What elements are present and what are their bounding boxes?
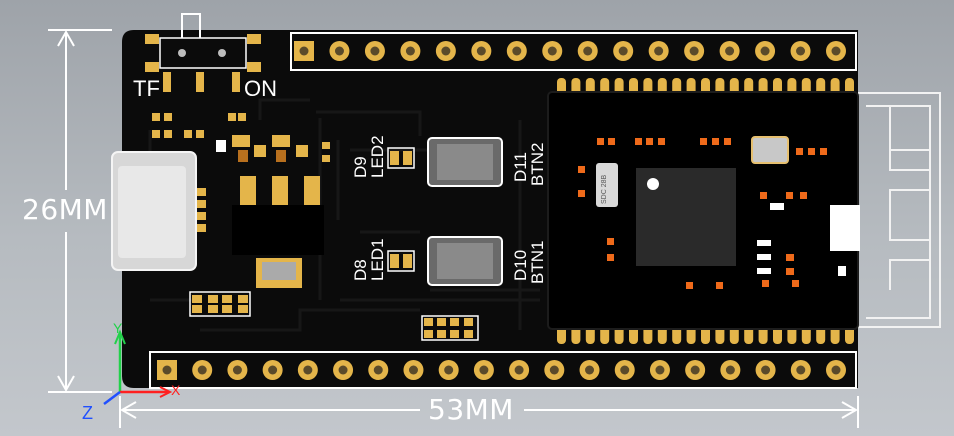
header-bottom-pin-3-hole bbox=[232, 365, 242, 375]
header-top bbox=[290, 32, 857, 71]
castellated-pad-bottom-19 bbox=[816, 326, 826, 344]
castellated-pad-bottom-9 bbox=[672, 326, 682, 344]
header-top-pin-13-hole bbox=[725, 46, 735, 56]
antenna-connector bbox=[830, 205, 860, 251]
castellated-pad-bottom-18 bbox=[801, 326, 811, 344]
castellated-pad-bottom-12 bbox=[715, 326, 725, 344]
slide-switch bbox=[145, 13, 261, 92]
axis-triad bbox=[103, 329, 173, 405]
header-top-pin-9-hole bbox=[583, 46, 593, 56]
header-top-pins bbox=[294, 41, 846, 61]
voltage-regulator bbox=[232, 176, 324, 288]
header-bottom bbox=[149, 351, 857, 389]
header-top-pin-3-hole bbox=[370, 46, 380, 56]
dimension-width bbox=[119, 396, 859, 428]
castellated-pad-bottom-8 bbox=[657, 326, 667, 344]
header-bottom-pin-15-hole bbox=[655, 365, 665, 375]
castellated-pad-bottom-7 bbox=[643, 326, 653, 344]
header-top-pin-15-hole bbox=[796, 46, 806, 56]
header-bottom-pin-13-hole bbox=[585, 365, 595, 375]
header-bottom-pin-10-hole bbox=[479, 365, 489, 375]
header-top-pin-5-hole bbox=[441, 46, 451, 56]
castellated-pad-bottom-15 bbox=[758, 326, 768, 344]
button-upper bbox=[427, 137, 503, 187]
crystal-marking: SDC 28B bbox=[601, 174, 608, 204]
castellated-pad-bottom-11 bbox=[701, 326, 710, 344]
passives-bottom-left bbox=[189, 291, 479, 341]
castellated-pad-bottom-5 bbox=[614, 326, 624, 344]
castellated-pad-bottom-4 bbox=[600, 326, 610, 344]
castellated-pad-bottom-21 bbox=[845, 326, 854, 344]
castellated-pad-bottom-2 bbox=[571, 326, 581, 344]
module-inductor bbox=[751, 136, 789, 164]
castellated-pad-bottom-13 bbox=[729, 326, 739, 344]
antenna-outline bbox=[858, 92, 941, 328]
button-lower-name-label: BTN1 bbox=[528, 240, 547, 284]
header-bottom-pin-14-hole bbox=[620, 365, 630, 375]
height-dimension-label: 26MM bbox=[22, 193, 108, 226]
header-bottom-pin-8-hole bbox=[408, 365, 418, 375]
castellated-pad-bottom-6 bbox=[629, 326, 638, 344]
header-top-pin-10-hole bbox=[618, 46, 628, 56]
header-bottom-pin-17-hole bbox=[725, 365, 735, 375]
header-bottom-pin-9-hole bbox=[444, 365, 454, 375]
header-top-pin-4-hole bbox=[405, 46, 415, 56]
led-upper bbox=[387, 147, 415, 169]
castellated-pad-bottom-16 bbox=[773, 326, 782, 344]
castellated-pad-bottom-3 bbox=[585, 326, 595, 344]
header-top-pin-16-hole bbox=[831, 46, 841, 56]
header-top-pin-2-hole bbox=[334, 46, 344, 56]
header-top-pin-6-hole bbox=[476, 46, 486, 56]
button-upper-name-label: BTN2 bbox=[528, 142, 547, 186]
castellated-pad-bottom-20 bbox=[830, 326, 840, 344]
header-bottom-pin-19-hole bbox=[796, 365, 806, 375]
header-bottom-pin-4-hole bbox=[268, 365, 278, 375]
header-bottom-pin-2-hole bbox=[197, 365, 207, 375]
led-lower bbox=[387, 250, 415, 272]
header-bottom-pin-5-hole bbox=[303, 365, 313, 375]
header-bottom-pin-1-hole bbox=[162, 365, 172, 375]
header-top-pin-14-hole bbox=[760, 46, 770, 56]
width-dimension-label: 53MM bbox=[428, 393, 514, 426]
header-bottom-pin-6-hole bbox=[338, 365, 348, 375]
usb-connector bbox=[111, 151, 206, 271]
dimension-height bbox=[48, 29, 112, 393]
axis-y-label: Y bbox=[113, 320, 123, 336]
castellated-pad-bottom-17 bbox=[787, 326, 797, 344]
header-top-pin-8-hole bbox=[547, 46, 557, 56]
header-bottom-pins bbox=[157, 360, 846, 380]
module-crystal bbox=[596, 163, 618, 207]
led-lower-name-label: LED1 bbox=[368, 238, 387, 281]
axis-x-label: X bbox=[171, 382, 181, 398]
module-passives bbox=[578, 138, 846, 289]
header-top-pin-1-hole bbox=[299, 46, 309, 56]
switch-right-label: ON bbox=[244, 76, 277, 101]
header-bottom-pin-11-hole bbox=[514, 365, 524, 375]
header-bottom-pin-20-hole bbox=[831, 365, 841, 375]
switch-left-label: TF bbox=[133, 76, 160, 101]
header-top-pin-7-hole bbox=[512, 46, 522, 56]
header-bottom-pin-16-hole bbox=[690, 365, 700, 375]
chip-pin1-dot bbox=[647, 178, 659, 190]
header-top-pin-11-hole bbox=[654, 46, 664, 56]
castellated-pad-bottom-14 bbox=[744, 326, 754, 344]
button-lower bbox=[427, 236, 503, 286]
header-bottom-pin-7-hole bbox=[373, 365, 383, 375]
led-upper-name-label: LED2 bbox=[368, 135, 387, 178]
castellated-pad-bottom-10 bbox=[686, 326, 696, 344]
header-top-pin-12-hole bbox=[689, 46, 699, 56]
header-bottom-pin-12-hole bbox=[549, 365, 559, 375]
axis-z-label: Z bbox=[82, 403, 93, 423]
castellated-pad-bottom-1 bbox=[557, 326, 566, 344]
header-bottom-pin-18-hole bbox=[761, 365, 771, 375]
